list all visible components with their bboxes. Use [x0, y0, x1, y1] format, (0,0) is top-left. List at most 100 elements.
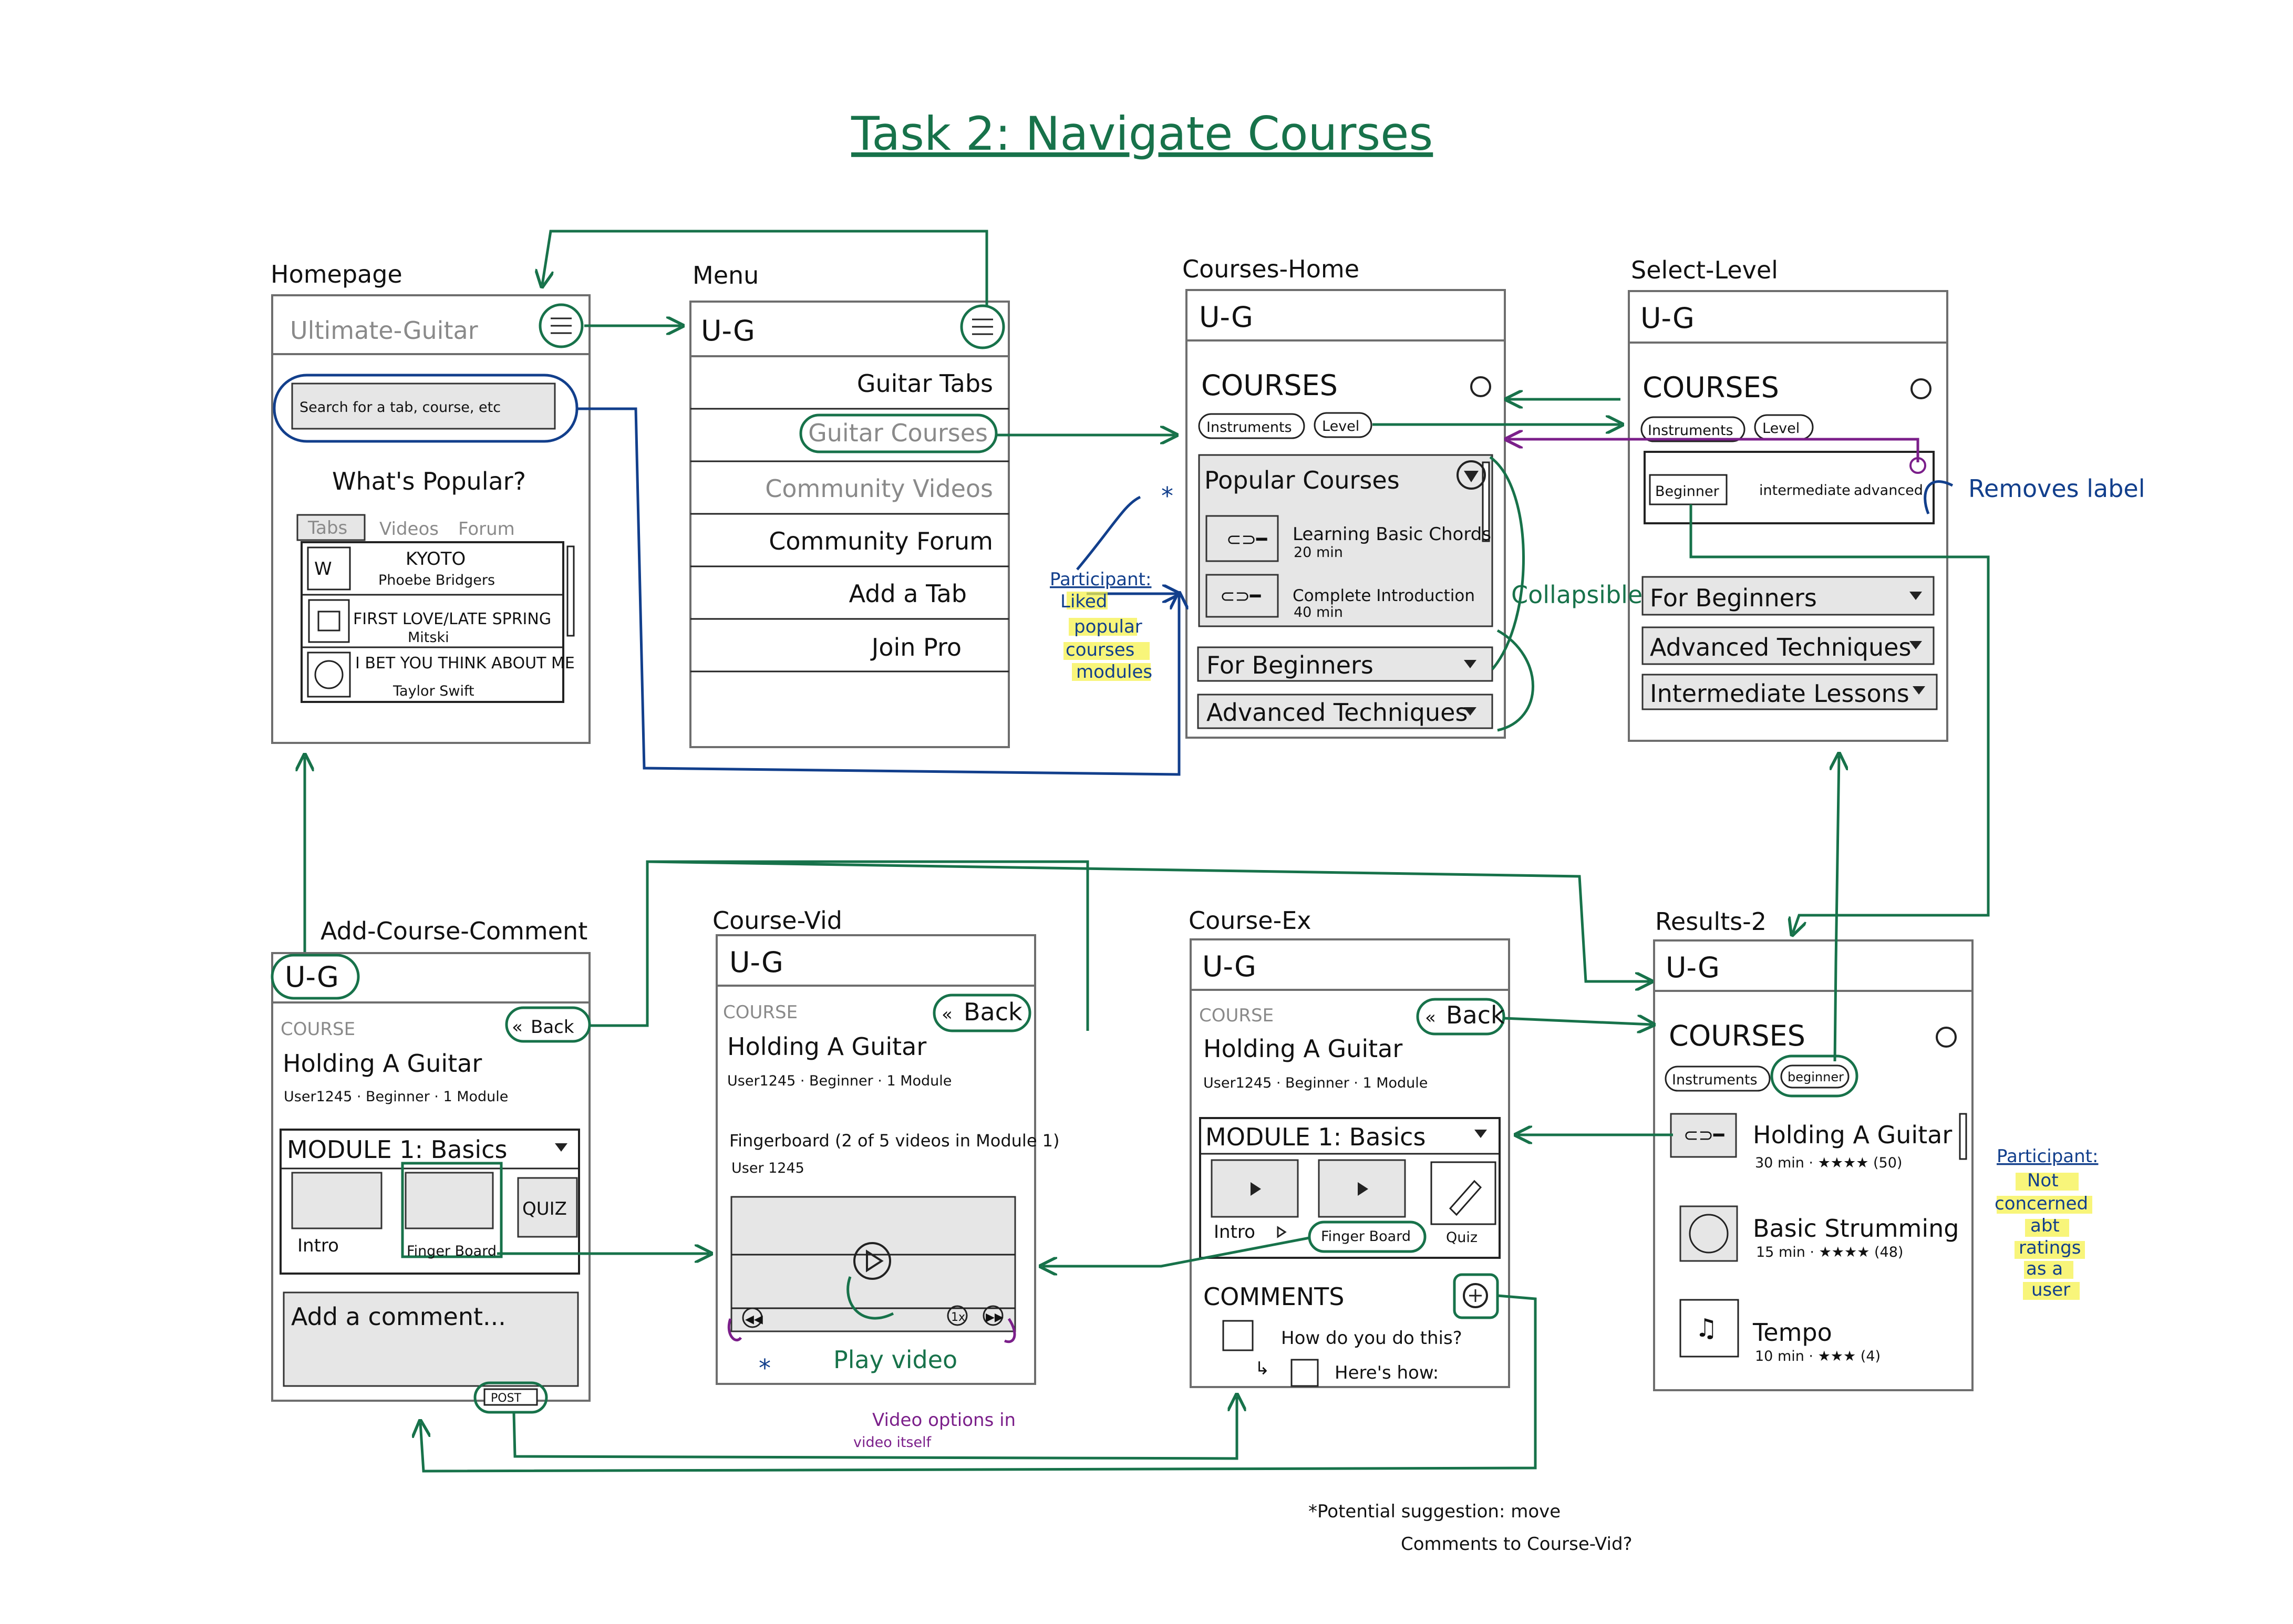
annotation-asterisk-2: * [759, 1354, 771, 1382]
comment-text: How do you do this? [1281, 1328, 1462, 1349]
chip-instruments[interactable]: Instruments [1640, 416, 1745, 442]
course-overline: COURSE [1199, 1005, 1274, 1026]
chip-level[interactable]: Level [1314, 412, 1372, 438]
hamburger-menu-icon[interactable] [960, 304, 1005, 349]
menu-item-join-pro[interactable]: Join Pro [870, 633, 962, 661]
menu-item-add-tab[interactable]: Add a Tab [849, 580, 967, 608]
svg-text:Holding A Guitar: Holding A Guitar [1753, 1121, 1952, 1149]
video-thumb[interactable]: Intro [1211, 1159, 1299, 1243]
back-button[interactable]: « Back [933, 994, 1031, 1032]
list-item[interactable]: Basic Strumming 15 min · ★★★★ (48) [1679, 1205, 1959, 1262]
guitar-icon: ⊂⊃━ [1683, 1125, 1724, 1146]
list-item[interactable]: W KYOTO Phoebe Bridgers [307, 546, 495, 591]
chevron-down-icon [1464, 707, 1476, 716]
video-thumb[interactable]: Finger Board [401, 1162, 503, 1259]
section-for-beginners[interactable]: For Beginners [1197, 646, 1493, 682]
list-item[interactable]: I BET YOU THINK ABOUT ME Taylor Swift [307, 651, 575, 699]
screen-label-select-level: Select-Level [1631, 256, 1778, 284]
chevron-down-icon [1913, 686, 1925, 695]
course-ex-screen: Course-Ex U-G « Back COURSE Holding A Gu… [1189, 906, 1510, 1388]
back-button[interactable]: « Back [1416, 998, 1505, 1036]
svg-text:user: user [2031, 1279, 2070, 1300]
screen-label-menu: Menu [693, 261, 759, 289]
song-title: FIRST LOVE/LATE SPRING [353, 610, 551, 628]
chip-instruments[interactable]: Instruments [1665, 1066, 1771, 1092]
album-art-icon: W [314, 558, 332, 580]
chevron-down-icon[interactable] [555, 1143, 567, 1152]
homepage-screen: Homepage Ultimate-Guitar Search for a ta… [271, 260, 591, 744]
annotation-suggestion-2: Comments to Course-Vid? [1401, 1534, 1633, 1555]
video-thumb[interactable]: Finger Board [1308, 1159, 1427, 1253]
annotation-not-concerned: Participant: Not concerned abt ratings a… [1995, 1146, 2098, 1300]
menu-item-community-videos[interactable]: Community Videos [765, 474, 993, 503]
tab-videos[interactable]: Videos [379, 519, 439, 540]
svg-text:Back: Back [964, 998, 1022, 1026]
svg-text:abt: abt [2030, 1215, 2060, 1236]
list-item[interactable]: FIRST LOVE/LATE SPRING Mitski [308, 599, 551, 646]
section-advanced-techniques[interactable]: Advanced Techniques [1641, 626, 1935, 665]
svg-text:Instruments: Instruments [1648, 422, 1733, 439]
quiz-button[interactable]: Quiz [1430, 1161, 1496, 1246]
collapse-toggle-icon[interactable] [1457, 460, 1486, 490]
play-button[interactable] [853, 1242, 891, 1280]
search-input[interactable]: Search for a tab, course, etc [299, 399, 501, 416]
svg-text:Not: Not [2027, 1170, 2059, 1191]
svg-text:as a: as a [2026, 1258, 2063, 1279]
list-item[interactable]: ⊂⊃━ Learning Basic Chords 20 min [1205, 515, 1491, 562]
screen-label-courses-home: Courses-Home [1182, 255, 1359, 283]
menu-item-community-forum[interactable]: Community Forum [769, 527, 993, 555]
search-icon[interactable] [1470, 376, 1491, 397]
svg-text:beginner: beginner [1788, 1070, 1844, 1084]
chevron-down-icon[interactable] [1474, 1130, 1487, 1138]
pencil-icon [1449, 1180, 1482, 1216]
song-artist: Phoebe Bridgers [378, 572, 495, 588]
forward-button[interactable]: ▶▶ [983, 1305, 1004, 1326]
list-item[interactable]: ⊂⊃━ Complete Introduction 40 min [1205, 574, 1475, 620]
course-vid-screen: Course-Vid U-G « Back COURSE Holding A G… [712, 906, 1060, 1385]
course-meta: User1245 · Beginner · 1 Module [284, 1089, 508, 1105]
level-dropdown[interactable]: Beginner intermediate advanced [1644, 451, 1935, 524]
menu-item-guitar-tabs[interactable]: Guitar Tabs [857, 369, 993, 398]
back-arrow-icon: « [512, 1017, 523, 1038]
svg-text:modules: modules [1076, 661, 1152, 682]
svg-text:Intro: Intro [297, 1235, 339, 1256]
speed-button[interactable]: 1x [947, 1305, 968, 1326]
screen-label-course-vid: Course-Vid [712, 906, 842, 935]
list-item[interactable]: ⊂⊃━ Holding A Guitar 30 min · ★★★★ (50) [1670, 1113, 1952, 1171]
video-title: Fingerboard (2 of 5 videos in Module 1) [729, 1131, 1060, 1151]
app-title: U-G [1199, 301, 1253, 334]
video-thumb[interactable]: Intro [291, 1172, 383, 1256]
courses-heading: COURSES [1201, 369, 1338, 402]
tab-tabs[interactable]: Tabs [307, 518, 347, 539]
svg-text:concerned: concerned [1995, 1193, 2088, 1214]
course-title: Holding A Guitar [727, 1032, 926, 1061]
diagram-title: Task 2: Navigate Courses [851, 107, 1433, 161]
section-advanced-techniques[interactable]: Advanced Techniques [1197, 694, 1493, 729]
app-title: U-G [1640, 302, 1695, 335]
annotation-collapsible: Collapsible [1511, 581, 1643, 609]
list-item[interactable]: ♫ Tempo 10 min · ★★★ (4) [1679, 1299, 1881, 1364]
chip-beginner[interactable]: beginner [1770, 1054, 1858, 1098]
tab-forum[interactable]: Forum [458, 519, 515, 540]
rewind-button[interactable]: ◀◀ [742, 1307, 763, 1328]
quiz-button[interactable]: QUIZ [517, 1177, 578, 1238]
post-button[interactable]: POST [473, 1381, 548, 1414]
course-meta: User1245 · Beginner · 1 Module [727, 1073, 952, 1089]
svg-text:Advanced Techniques: Advanced Techniques [1206, 698, 1468, 727]
search-icon[interactable] [1936, 1027, 1957, 1048]
menu-screen: Menu U-G Guitar Tabs Guitar Courses Comm… [689, 261, 1010, 748]
level-intermediate[interactable]: intermediate [1759, 482, 1851, 499]
comment-input[interactable] [283, 1291, 579, 1387]
section-intermediate-lessons[interactable]: Intermediate Lessons [1641, 674, 1938, 710]
level-advanced[interactable]: advanced [1854, 482, 1923, 499]
level-beginner[interactable]: Beginner [1655, 483, 1720, 500]
course-title: Holding A Guitar [1203, 1035, 1402, 1063]
menu-item-guitar-courses[interactable]: Guitar Courses [808, 419, 988, 447]
chip-instruments[interactable]: Instruments [1198, 413, 1305, 439]
search-icon[interactable] [1910, 378, 1932, 399]
video-player[interactable] [730, 1196, 1016, 1332]
section-for-beginners[interactable]: For Beginners [1641, 576, 1935, 616]
hamburger-menu-icon[interactable] [539, 303, 584, 348]
chevron-down-icon [1909, 592, 1922, 600]
